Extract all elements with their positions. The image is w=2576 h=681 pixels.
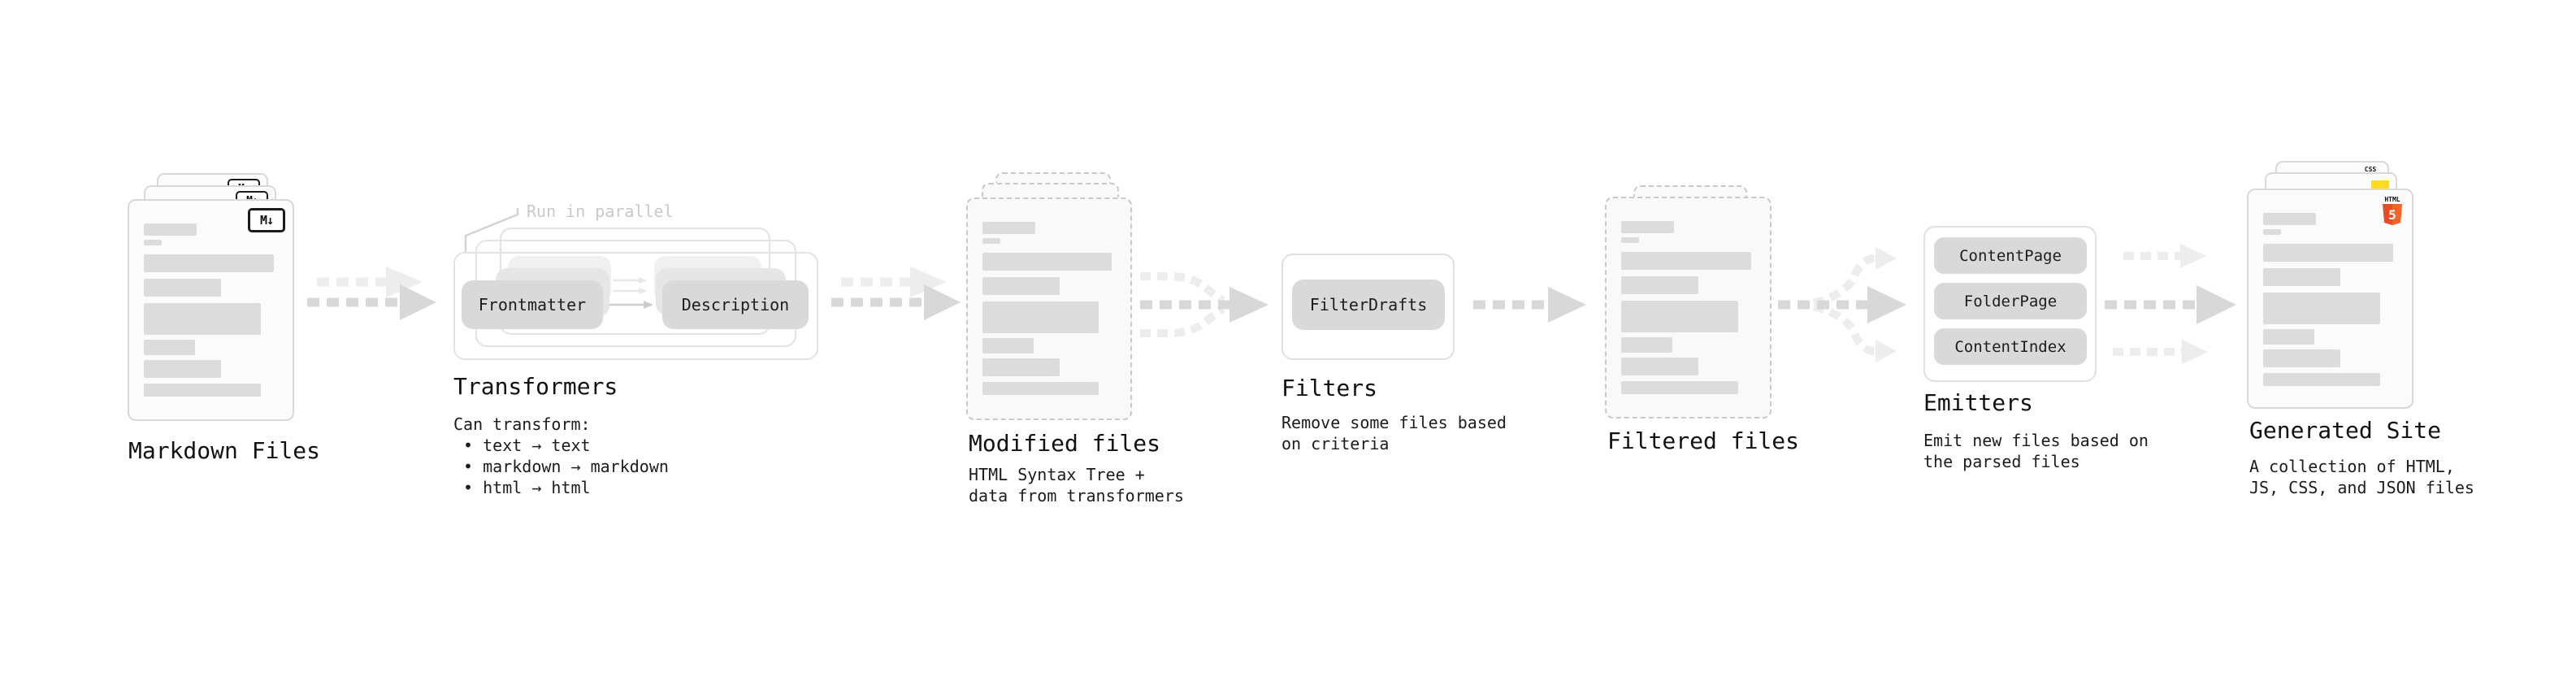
markdown-icon: M↓ bbox=[248, 208, 285, 232]
content-bar bbox=[1621, 237, 1639, 243]
emitter-node-folderpage: FolderPage bbox=[1934, 283, 2087, 319]
converge-arrow-modified-to-filters bbox=[1140, 272, 1268, 337]
flow-arrow-markdown-to-transformers bbox=[307, 267, 436, 320]
transformer-stack-box bbox=[453, 252, 818, 360]
html5-icon: HTML 5 bbox=[2383, 196, 2402, 225]
filter-node-filterdrafts: FilterDrafts bbox=[1292, 280, 1445, 330]
transformer-node-description: Description bbox=[662, 280, 809, 329]
content-bar bbox=[982, 238, 1000, 244]
document-content-placeholder bbox=[982, 222, 1117, 409]
svg-text:HTML: HTML bbox=[2384, 196, 2400, 203]
emitter-node-contentpage: ContentPage bbox=[1934, 237, 2087, 274]
content-bar bbox=[2263, 373, 2380, 386]
emitter-node-contentindex: ContentIndex bbox=[1934, 328, 2087, 365]
stage-title-emitters: Emitters bbox=[1923, 389, 2033, 416]
stage-title-filtered-files: Filtered files bbox=[1607, 427, 1800, 454]
content-bar bbox=[1621, 381, 1738, 394]
svg-text:5: 5 bbox=[2388, 207, 2396, 223]
content-bar bbox=[144, 240, 162, 245]
content-bar bbox=[2263, 349, 2341, 367]
content-bar bbox=[982, 222, 1035, 234]
content-bar bbox=[982, 358, 1060, 376]
content-bar bbox=[144, 223, 197, 236]
content-bar bbox=[2263, 293, 2380, 324]
content-bar bbox=[1621, 252, 1752, 270]
main-arrow bbox=[831, 284, 961, 320]
generated-site-card: HTML 5 bbox=[2247, 189, 2413, 409]
transformer-node-frontmatter: Frontmatter bbox=[462, 280, 603, 329]
main-arrow bbox=[307, 284, 436, 320]
stage-title-filters: Filters bbox=[1281, 375, 1378, 401]
content-bar bbox=[982, 301, 1099, 333]
content-bar bbox=[2263, 244, 2394, 262]
document-content-placeholder bbox=[2263, 213, 2399, 397]
flow-arrow-transformers-to-modified bbox=[831, 267, 961, 320]
content-bar bbox=[1621, 301, 1738, 332]
filtered-file-card bbox=[1605, 197, 1772, 419]
diverge-arrows-filtered-to-emitters bbox=[1778, 247, 1906, 362]
stage-title-markdown-files: Markdown Files bbox=[128, 437, 321, 464]
stage-desc-filters: Remove some files based on criteria bbox=[1281, 413, 1507, 453]
flow-arrows-emitters-to-generated bbox=[2105, 244, 2236, 364]
stage-desc-generated-site: A collection of HTML, JS, CSS, and JSON … bbox=[2249, 457, 2474, 497]
js-file-icon bbox=[2371, 180, 2389, 189]
content-bar bbox=[144, 303, 261, 335]
content-bar bbox=[144, 254, 275, 272]
stage-desc-emitters: Emit new files based on the parsed files bbox=[1923, 431, 2149, 471]
content-bar bbox=[144, 340, 196, 355]
stage-title-modified-files: Modified files bbox=[969, 430, 1161, 457]
content-bar bbox=[144, 360, 222, 378]
parallel-flow-arrows bbox=[609, 277, 653, 309]
content-bar bbox=[1621, 221, 1675, 233]
content-bar bbox=[144, 384, 261, 397]
run-in-parallel-annotation: Run in parallel bbox=[527, 202, 674, 221]
content-bar bbox=[144, 279, 222, 297]
ghost-arrow bbox=[841, 267, 947, 297]
content-bar bbox=[982, 253, 1112, 271]
content-bar bbox=[982, 277, 1060, 295]
modified-file-card bbox=[966, 197, 1132, 420]
flow-arrow-filters-to-filtered bbox=[1473, 287, 1586, 323]
content-bar bbox=[2263, 213, 2317, 225]
content-bar bbox=[2263, 329, 2315, 345]
ghost-arrow bbox=[317, 267, 423, 297]
stage-title-generated-site: Generated Site bbox=[2249, 417, 2442, 444]
content-bar bbox=[1621, 358, 1699, 375]
stage-desc-modified-files: HTML Syntax Tree + data from transformer… bbox=[969, 465, 1184, 505]
stage-title-transformers: Transformers bbox=[453, 373, 618, 400]
content-bar bbox=[2263, 229, 2281, 235]
stage-desc-transformers: Can transform: • text → text • markdown … bbox=[453, 414, 669, 497]
content-bar bbox=[982, 338, 1034, 354]
content-bar bbox=[2263, 268, 2341, 286]
content-bar bbox=[982, 382, 1099, 395]
document-content-placeholder bbox=[144, 223, 280, 410]
markdown-file-card: M↓ bbox=[128, 199, 294, 421]
document-content-placeholder bbox=[1621, 221, 1757, 407]
content-bar bbox=[1621, 276, 1699, 294]
annotation-leader-line bbox=[464, 208, 519, 252]
content-bar bbox=[1621, 337, 1673, 353]
